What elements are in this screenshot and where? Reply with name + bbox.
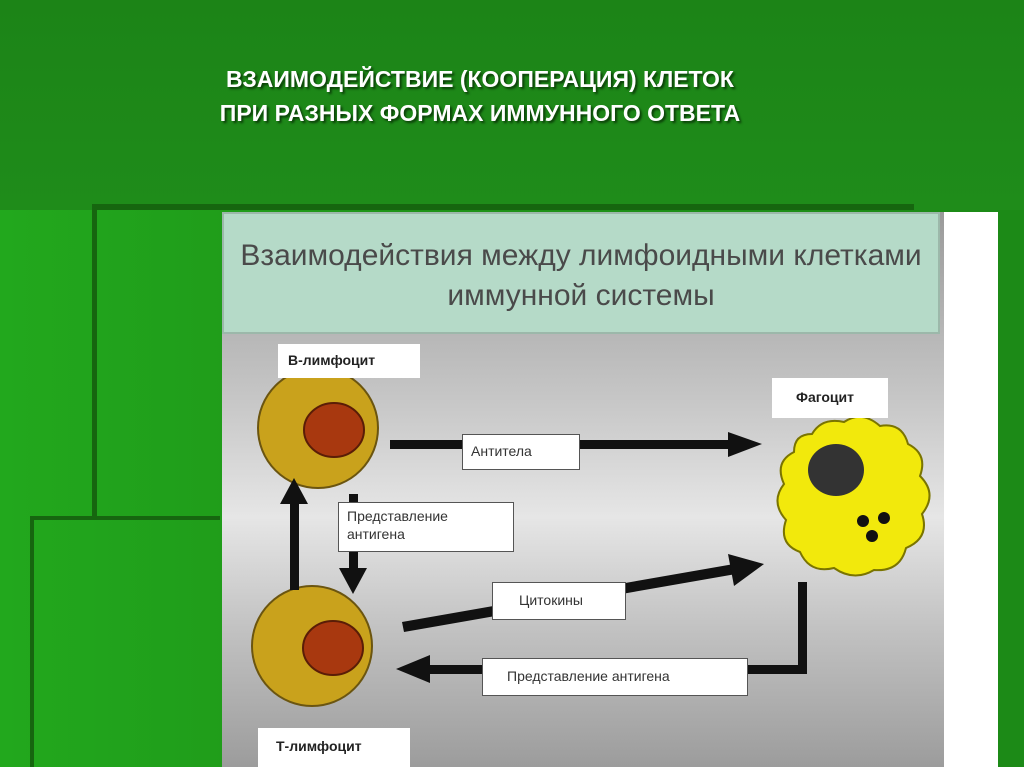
- diagram-header-line-2: иммунной системы: [447, 279, 715, 312]
- antibodies-label: Антитела: [462, 434, 580, 470]
- t-lymphocyte-cell: [251, 585, 373, 707]
- slide-title: ВЗАИМОДЕЙСТВИЕ (КООПЕРАЦИЯ) КЛЕТОК ПРИ Р…: [120, 62, 840, 130]
- white-strip: [944, 212, 998, 767]
- b-lymphocyte-cell: [257, 367, 379, 489]
- decorative-line: [92, 204, 97, 519]
- b-lymphocyte-label: В-лимфоцит: [278, 344, 420, 378]
- arrow-t-to-b: [280, 478, 308, 590]
- cytokines-label: Цитокины: [492, 582, 626, 620]
- antigen-presentation-label: Представление антигена: [338, 502, 514, 552]
- decorative-line: [92, 204, 914, 210]
- slide-title-line-2: ПРИ РАЗНЫХ ФОРМАХ ИММУННОГО ОТВЕТА: [219, 100, 741, 126]
- diagram-header: Взаимодействия между лимфоидными клеткам…: [222, 212, 940, 334]
- slide-title-line-1: ВЗАИМОДЕЙСТВИЕ (КООПЕРАЦИЯ) КЛЕТОК: [226, 66, 734, 92]
- diagram-header-line-1: Взаимодействия между лимфоидными клеткам…: [240, 239, 922, 272]
- antigen-presentation-line-2: антигена: [347, 526, 405, 542]
- slide-background-top: [0, 0, 1024, 210]
- phagocyte-cell: [776, 415, 931, 577]
- antigen-presentation-line-1: Представление: [347, 508, 448, 524]
- antigen-presentation-bottom-label: Представление антигена: [482, 658, 748, 696]
- t-lymphocyte-label: Т-лимфоцит: [258, 728, 410, 767]
- decorative-line: [30, 516, 220, 520]
- diagram-panel: Взаимодействия между лимфоидными клеткам…: [222, 212, 944, 767]
- phagocyte-label: Фагоцит: [772, 378, 888, 418]
- decorative-line: [30, 516, 34, 767]
